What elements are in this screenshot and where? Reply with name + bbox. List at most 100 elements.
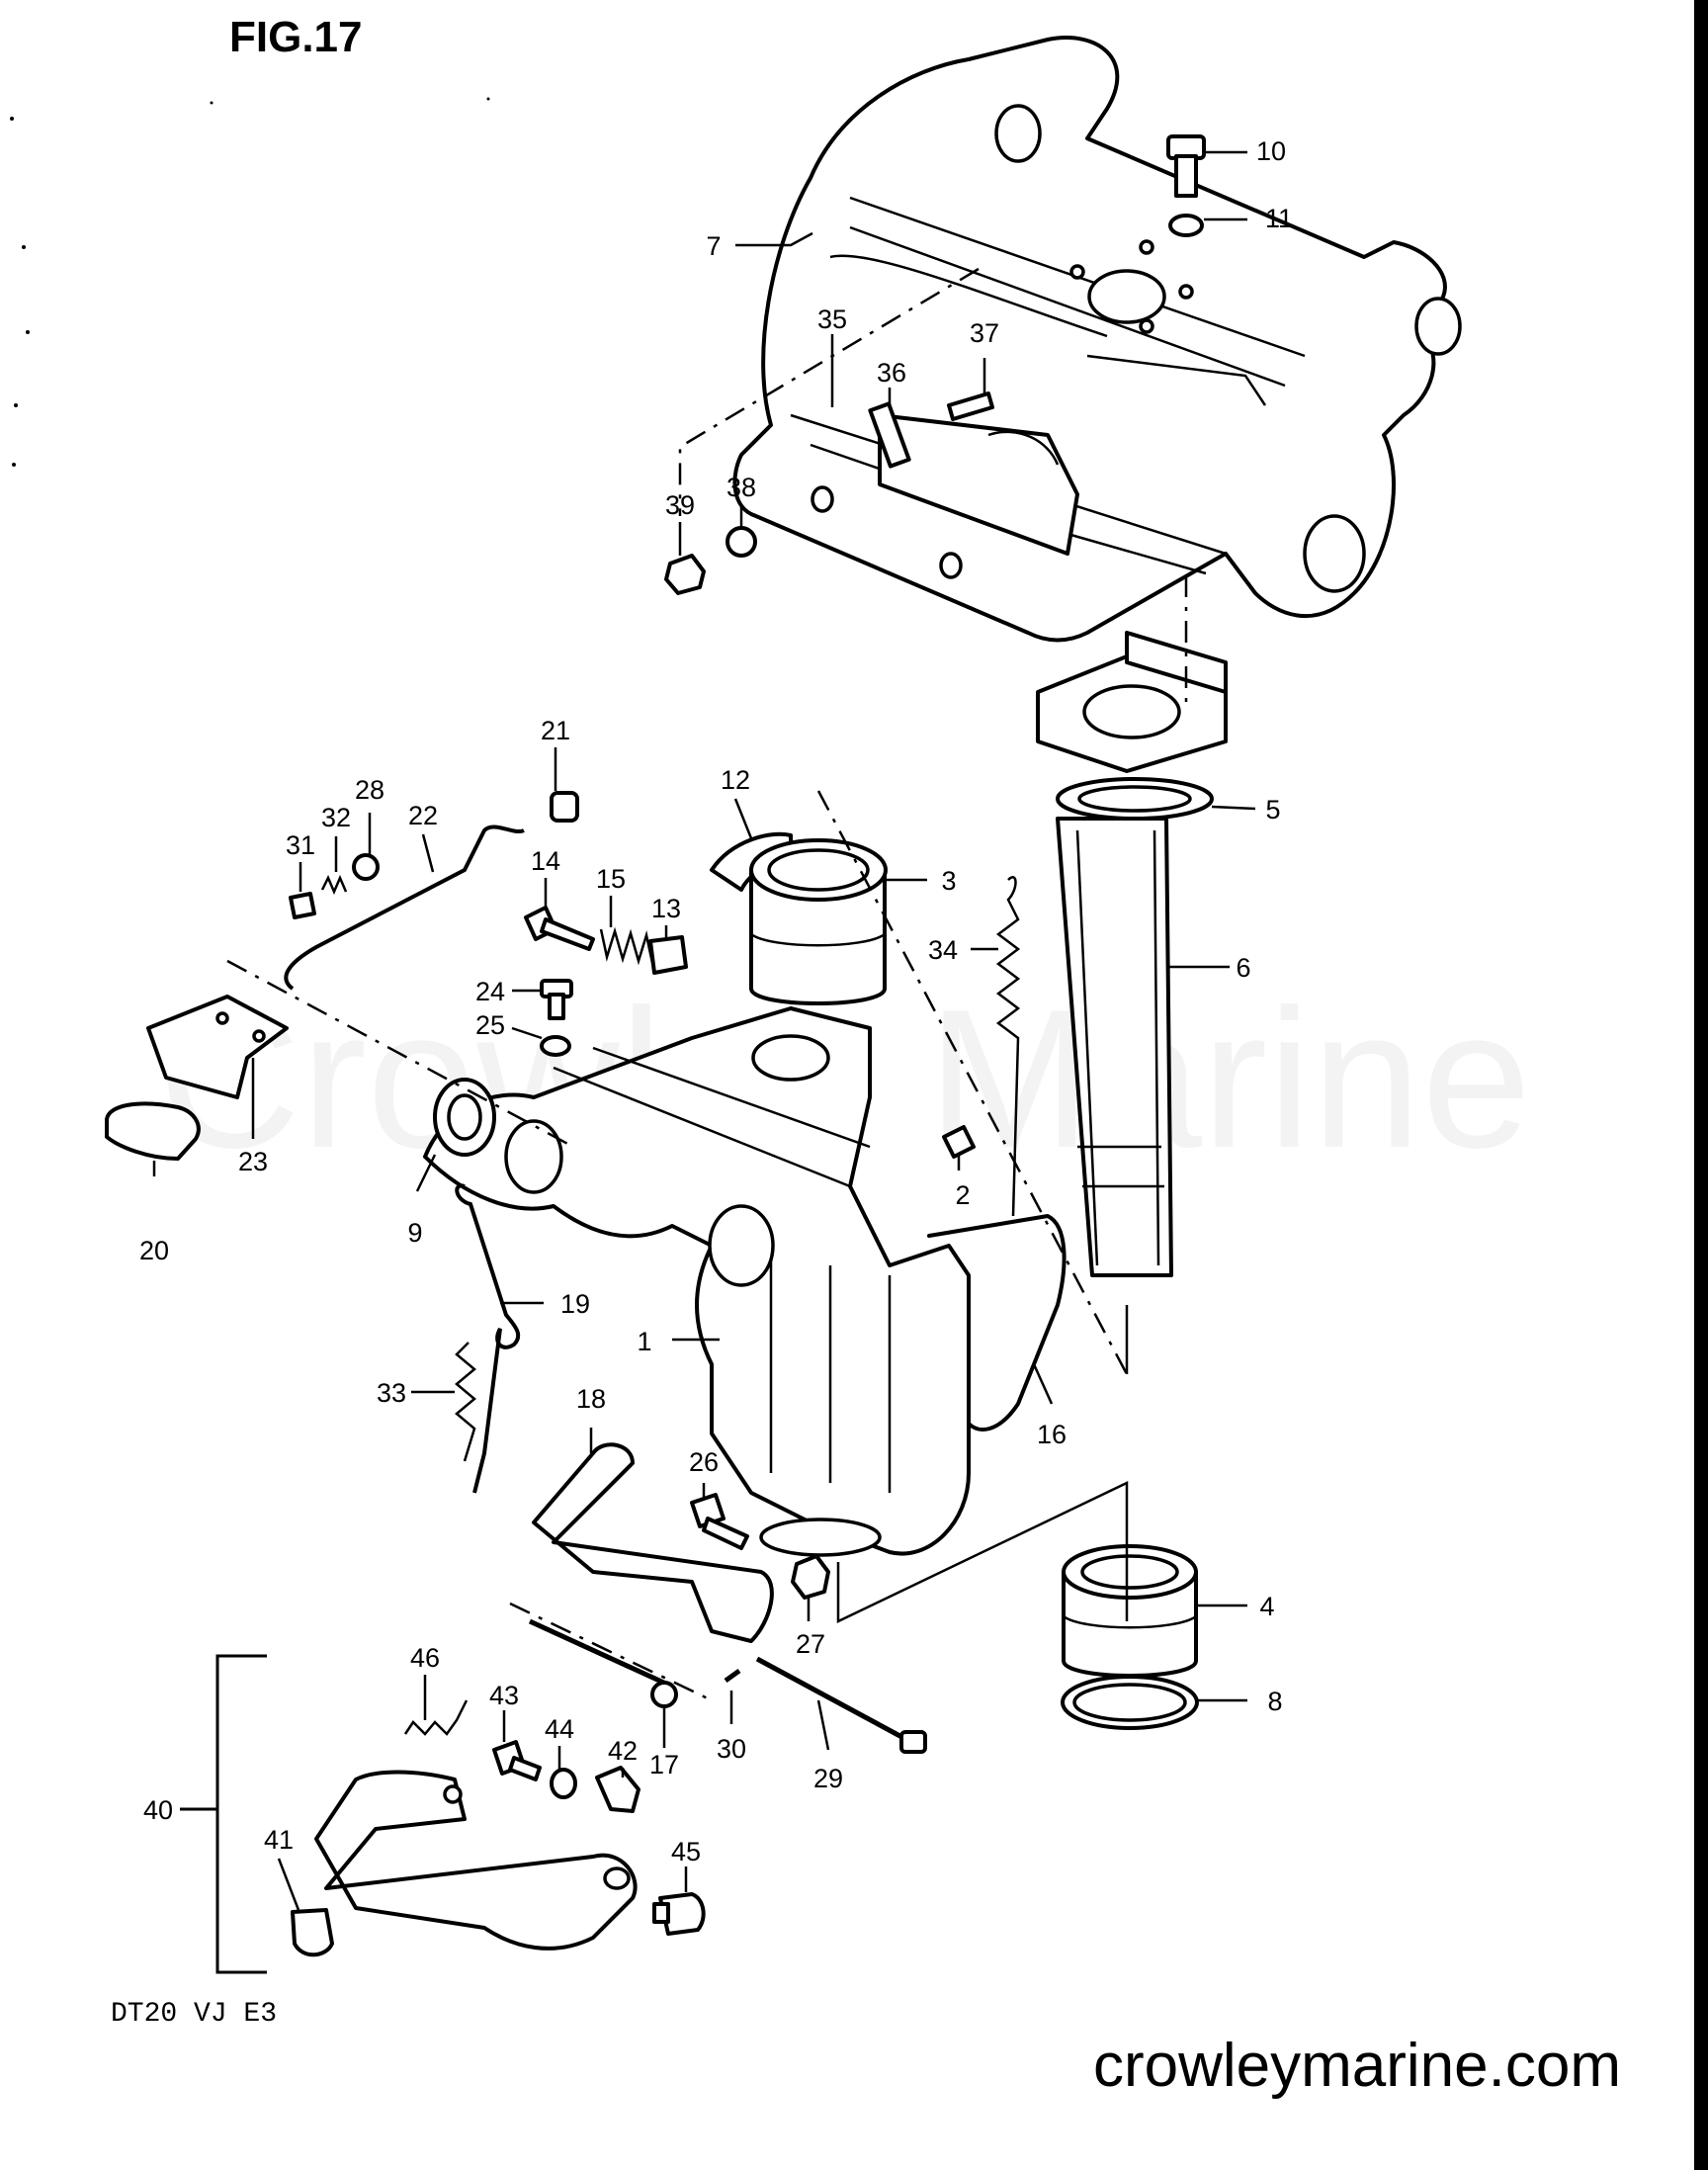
callout-19: 19 [560,1289,590,1319]
part-pin-17 [528,1618,670,1688]
part-tilt-stopper-16 [927,1214,1067,1432]
assembly-line-rod [226,959,574,1149]
callout-20: 20 [139,1236,169,1265]
callout-12: 12 [721,765,750,795]
part-rod-19 [455,1183,521,1494]
part-nut-31 [289,892,316,919]
part-bolt-29 [755,1656,909,1743]
part-bushing-4 [1062,1544,1198,1678]
part-washer-44 [550,1768,577,1799]
part-bolt-14 [524,906,595,951]
callout-31: 31 [286,830,315,860]
part-spring-33 [455,1342,476,1462]
part-plate-42 [595,1766,640,1813]
part-bushing-9 [433,1078,496,1157]
part-washer-25 [540,1035,571,1057]
model-code: DT20 VJ E3 [111,1999,277,2030]
part-nut-27 [791,1554,830,1600]
part-bolt-24 [540,979,573,1020]
callout-16: 16 [1037,1420,1067,1449]
callout-39: 39 [665,490,695,520]
callout-33: 33 [377,1378,406,1408]
callout-42: 42 [608,1736,638,1766]
callout-35: 35 [817,304,847,334]
part-bushing-3 [749,838,888,1005]
callout-26: 26 [689,1447,719,1477]
callout-11: 11 [1265,204,1293,233]
part-spring-15 [599,926,654,966]
figure-title: FIG.17 [229,13,363,61]
assembly-line-bushing-lower [836,1481,1129,1623]
part-spring-34 [995,876,1021,1217]
part-bolt-10 [1166,134,1206,198]
part-spring-46 [403,1699,469,1736]
leader-41 [277,1858,300,1911]
part-plate-36 [868,401,911,469]
callout-25: 25 [475,1010,505,1040]
callout-24: 24 [475,977,505,1006]
part-clamp-bracket [732,36,1462,643]
part-washer-17 [650,1681,678,1708]
part-tilt-lever-18 [532,1442,774,1643]
leader-9 [415,1154,437,1192]
callout-6: 6 [1236,953,1250,983]
callout-14: 14 [531,846,560,876]
part-nut-39 [664,554,706,595]
callout-3: 3 [941,866,956,896]
scan-edge-bar [1694,0,1708,2170]
callout-37: 37 [970,318,999,348]
callout-17: 17 [649,1750,679,1779]
callout-5: 5 [1265,795,1280,825]
callout-38: 38 [726,473,756,502]
callout-43: 43 [489,1681,519,1710]
assembly-line-bushing [816,790,1129,1375]
part-screw-37 [947,391,994,421]
leader-7 [735,231,813,247]
callout-44: 44 [545,1714,574,1744]
callout-28: 28 [355,775,384,805]
callout-27: 27 [796,1629,825,1659]
callout-30: 30 [717,1734,746,1764]
callout-41: 41 [264,1825,294,1855]
part-bolt-26 [690,1493,749,1550]
callout-7: 7 [706,231,721,261]
part-cap-41 [291,1908,334,1957]
part-rod-22 [284,825,525,991]
leader-22 [421,833,435,873]
part-bolt-29-head [899,1730,927,1754]
part-washer-28 [352,853,380,881]
callout-8: 8 [1267,1687,1282,1716]
callout-23: 23 [238,1147,268,1176]
part-spring-32 [320,874,348,896]
leader-29 [816,1699,830,1751]
part-washer-38 [726,526,757,558]
callout-labels: 1 2 3 4 5 6 7 8 9 10 11 12 13 14 15 16 1… [139,136,1293,1866]
group-40-bracket [215,1654,267,1974]
part-bushing-5 [1056,777,1214,821]
callout-34: 34 [928,935,958,965]
callout-15: 15 [596,864,626,894]
part-pad-20 [105,1101,201,1161]
part-bolt-43 [492,1740,542,1781]
callout-13: 13 [651,894,681,923]
leader-5 [1211,805,1256,811]
assembly-line-pin [509,1602,709,1700]
callout-45: 45 [671,1837,701,1866]
callout-10: 10 [1256,136,1286,166]
part-tilt-lock-lever-40 [314,1770,638,1951]
part-swivel-tube-6 [1056,817,1173,1277]
callout-18: 18 [576,1384,606,1414]
callout-22: 22 [408,801,438,830]
callout-9: 9 [407,1218,422,1248]
callout-21: 21 [541,716,570,745]
part-bracket-23 [146,995,289,1099]
part-collar-21 [550,791,579,823]
part-swivel-bracket-top [1036,631,1228,773]
part-screw-2 [942,1125,976,1159]
site-url: crowleymarine.com [1093,2032,1621,2100]
part-bolt-45 [652,1892,706,1936]
callout-4: 4 [1259,1592,1274,1621]
callout-1: 1 [637,1327,651,1356]
leader-12 [733,798,753,839]
